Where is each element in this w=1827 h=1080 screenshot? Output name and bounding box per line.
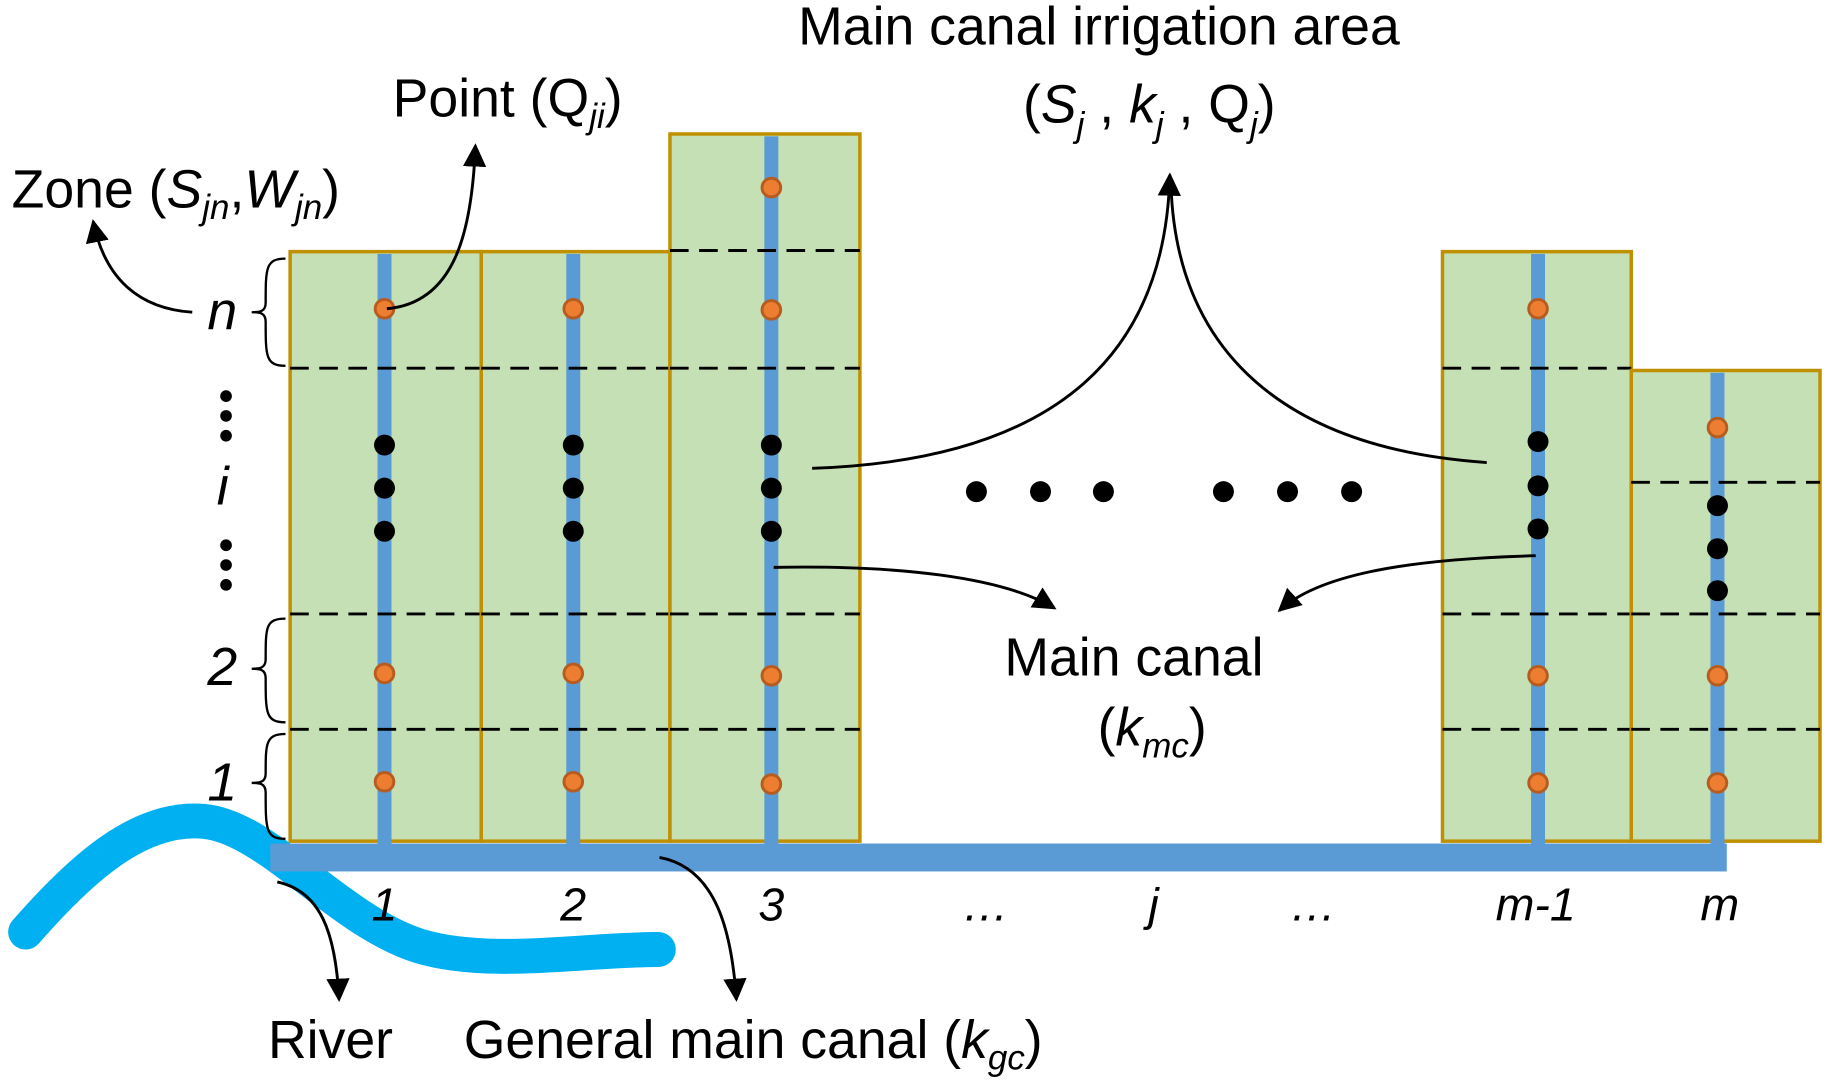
irrigation-areas <box>288 132 1822 849</box>
water-point <box>1706 416 1729 439</box>
zone-arrow <box>85 219 193 314</box>
column-number: 1 <box>372 878 398 930</box>
water-point <box>373 770 396 793</box>
main-area-label-line1: Main canal irrigation area <box>798 0 1400 56</box>
ellipsis-dot <box>1706 495 1728 517</box>
vertical-ellipsis-dot <box>220 410 232 422</box>
vertical-ellipsis-dot <box>220 559 232 571</box>
vertical-ellipsis-dot <box>220 429 232 442</box>
ellipsis-dot <box>760 434 782 456</box>
water-point <box>562 662 585 685</box>
vertical-ellipsis-dot <box>220 539 232 552</box>
irrigation-area-column <box>1629 368 1822 843</box>
row-label-2: 2 <box>206 637 237 697</box>
main-canal-line <box>377 253 392 849</box>
zone-label: Zone (Sjn,Wjn) <box>12 159 340 227</box>
row-label-i: i <box>217 456 231 516</box>
column-number: j <box>1142 878 1160 930</box>
river-shape <box>8 803 676 974</box>
ellipsis-dot <box>374 434 395 456</box>
column-number: m <box>1700 878 1739 930</box>
ellipsis-dot <box>562 520 584 542</box>
ellipsis-dot <box>760 520 782 542</box>
general-canal-label: General main canal (kgc) <box>464 1010 1043 1078</box>
main-canal-label-line2: (kmc) <box>1098 698 1207 766</box>
ellipsis-dot <box>374 477 395 499</box>
main-canal-line <box>1531 253 1546 849</box>
water-point <box>760 773 783 795</box>
brace-1 <box>251 732 286 840</box>
main-canal-line <box>566 253 581 849</box>
row-labels: n i 2 1 <box>206 257 286 840</box>
water-point <box>760 664 783 687</box>
ellipsis-dot <box>1277 481 1299 503</box>
ellipsis-dot <box>1030 481 1051 503</box>
point-label: Point (Qji) <box>393 69 623 137</box>
ellipsis-dot <box>562 477 584 499</box>
ellipsis-dot <box>1212 481 1234 503</box>
water-point <box>562 770 585 793</box>
water-point <box>1706 772 1729 794</box>
ellipsis-dot <box>1527 518 1549 540</box>
general-canal-arrow <box>659 856 747 1002</box>
row-label-n: n <box>207 282 237 342</box>
ellipsis-dot <box>1706 538 1728 560</box>
vertical-ellipsis-dot <box>220 390 232 402</box>
water-point <box>760 176 783 199</box>
ellipsis-dot <box>1527 475 1549 497</box>
row-label-1: 1 <box>207 752 237 812</box>
water-point <box>562 297 585 320</box>
main-area-label-line2: (Sj , kj , Qj) <box>1023 74 1276 144</box>
ellipsis-dot <box>374 520 395 542</box>
ellipsis-dot <box>1092 481 1114 503</box>
ellipsis-dot <box>1706 580 1728 602</box>
column-number: … <box>962 878 1009 930</box>
brace-n <box>251 257 286 367</box>
ellipsis-dot <box>965 481 987 503</box>
general-main-canal <box>270 843 1727 872</box>
horizontal-ellipsis <box>965 481 1363 503</box>
column-number: 2 <box>559 878 586 930</box>
water-point <box>760 299 783 321</box>
water-point <box>1527 664 1549 687</box>
ellipsis-dot <box>760 477 782 499</box>
main-canal-label-line1: Main canal <box>1004 628 1263 688</box>
point-arrow <box>386 143 487 311</box>
water-point <box>1527 772 1549 794</box>
main-area-arrow-left <box>812 172 1181 470</box>
column-number: 3 <box>758 878 784 930</box>
water-point <box>1527 297 1549 320</box>
ellipsis-dot <box>1527 431 1549 453</box>
vertical-ellipsis-dot <box>220 579 232 591</box>
ellipsis-dot <box>562 434 584 456</box>
column-number: m-1 <box>1496 878 1576 930</box>
main-area-arrow-right <box>1169 186 1487 464</box>
main-canal-arrow-right <box>1277 554 1536 613</box>
water-point <box>1706 664 1729 687</box>
river-label: River <box>268 1010 393 1070</box>
water-point <box>373 662 396 685</box>
brace-2 <box>251 617 286 724</box>
column-numbers: 1 2 3 … j … m-1 m <box>372 878 1740 930</box>
column-number: … <box>1290 878 1337 930</box>
ellipsis-dot <box>1341 481 1363 503</box>
river-arrow <box>277 880 350 1002</box>
main-canal-arrow-left <box>773 565 1057 610</box>
